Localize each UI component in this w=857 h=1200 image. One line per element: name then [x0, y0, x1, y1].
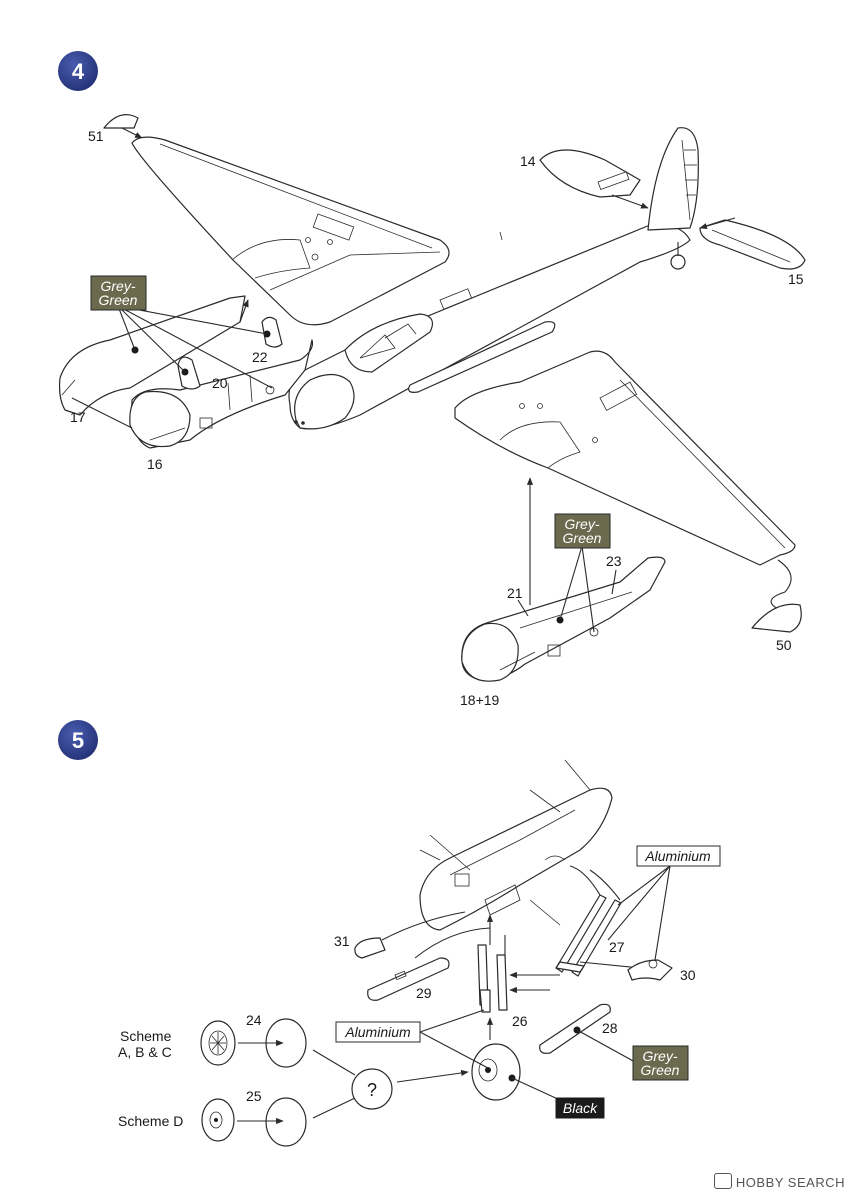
svg-text:Aluminium: Aluminium [344, 1024, 411, 1040]
label-30: 30 [680, 967, 696, 983]
part-51-wingtip [103, 114, 143, 139]
wheel-scheme-abc [200, 1018, 307, 1068]
step-5-number: 5 [72, 728, 84, 753]
part-22-bulkhead [261, 316, 283, 348]
svg-text:Grey-: Grey- [643, 1048, 678, 1064]
part-31 [354, 911, 466, 959]
paint-tag-grey-green-2: Grey- Green [554, 513, 611, 549]
label-51: 51 [88, 128, 104, 144]
paint-tag-aluminium-top: Aluminium [607, 845, 721, 961]
part-15-tailplane [699, 217, 806, 270]
label-28: 28 [602, 1020, 618, 1036]
hobbysearch-logo-icon [713, 1173, 732, 1189]
nacelle-underside [419, 759, 613, 931]
svg-text:Aluminium: Aluminium [644, 848, 711, 864]
label-21: 21 [507, 585, 523, 601]
label-31: 31 [334, 933, 350, 949]
label-50: 50 [776, 637, 792, 653]
part-30 [627, 959, 673, 981]
part-50-wingtip [751, 559, 802, 633]
part-28-door [539, 1003, 636, 1063]
step-4-number: 4 [72, 59, 85, 84]
paint-tag-aluminium-left: Aluminium [335, 1009, 489, 1069]
label-29: 29 [416, 985, 432, 1001]
label-20: 20 [212, 375, 228, 391]
scheme-d-label: Scheme D [118, 1113, 183, 1129]
label-22: 22 [252, 349, 268, 365]
label-27: 27 [609, 939, 625, 955]
choice-symbol: ? [367, 1080, 377, 1100]
part-14-tailplane [539, 149, 649, 209]
part-29-door [367, 927, 491, 1001]
label-23: 23 [606, 553, 622, 569]
label-24: 24 [246, 1012, 262, 1028]
part-18-19-nacelle [461, 556, 666, 682]
svg-text:Green: Green [641, 1062, 680, 1078]
svg-text:Grey-: Grey- [565, 516, 600, 532]
scheme-choice-circle: ? [312, 1049, 469, 1119]
part-27-struts [509, 865, 641, 994]
label-25: 25 [246, 1088, 262, 1104]
svg-text:Green: Green [99, 292, 138, 308]
hobbysearch-watermark: HOBBY SEARCH [713, 1173, 845, 1190]
label-16: 16 [147, 456, 163, 472]
part-26-leg [477, 914, 508, 1040]
scheme-abc-line1: Scheme [120, 1028, 172, 1044]
wheel-scheme-d [201, 1097, 307, 1147]
scheme-abc-line2: A, B & C [118, 1044, 172, 1060]
label-15: 15 [788, 271, 804, 287]
part-20-bulkhead [177, 356, 201, 390]
label-26: 26 [512, 1013, 528, 1029]
part-16-nacelle [129, 339, 314, 449]
svg-text:Black: Black [563, 1100, 598, 1116]
svg-text:Green: Green [563, 530, 602, 546]
right-wing [454, 350, 796, 566]
label-17: 17 [70, 409, 86, 425]
label-14: 14 [520, 153, 536, 169]
main-wheel [471, 1043, 561, 1101]
part-17-nacelle-half [58, 295, 246, 416]
paint-tag-grey-green-1: Grey- Green [90, 275, 147, 311]
paint-tag-grey-green-3: Grey- Green [632, 1045, 689, 1081]
label-18-19: 18+19 [460, 692, 500, 708]
svg-text:Grey-: Grey- [101, 278, 136, 294]
fuselage [288, 127, 699, 430]
left-wing [131, 136, 450, 326]
step-5-badge: 5 [58, 720, 98, 760]
paint-tag-black: Black [555, 1097, 605, 1119]
step-4-badge: 4 [58, 51, 98, 91]
